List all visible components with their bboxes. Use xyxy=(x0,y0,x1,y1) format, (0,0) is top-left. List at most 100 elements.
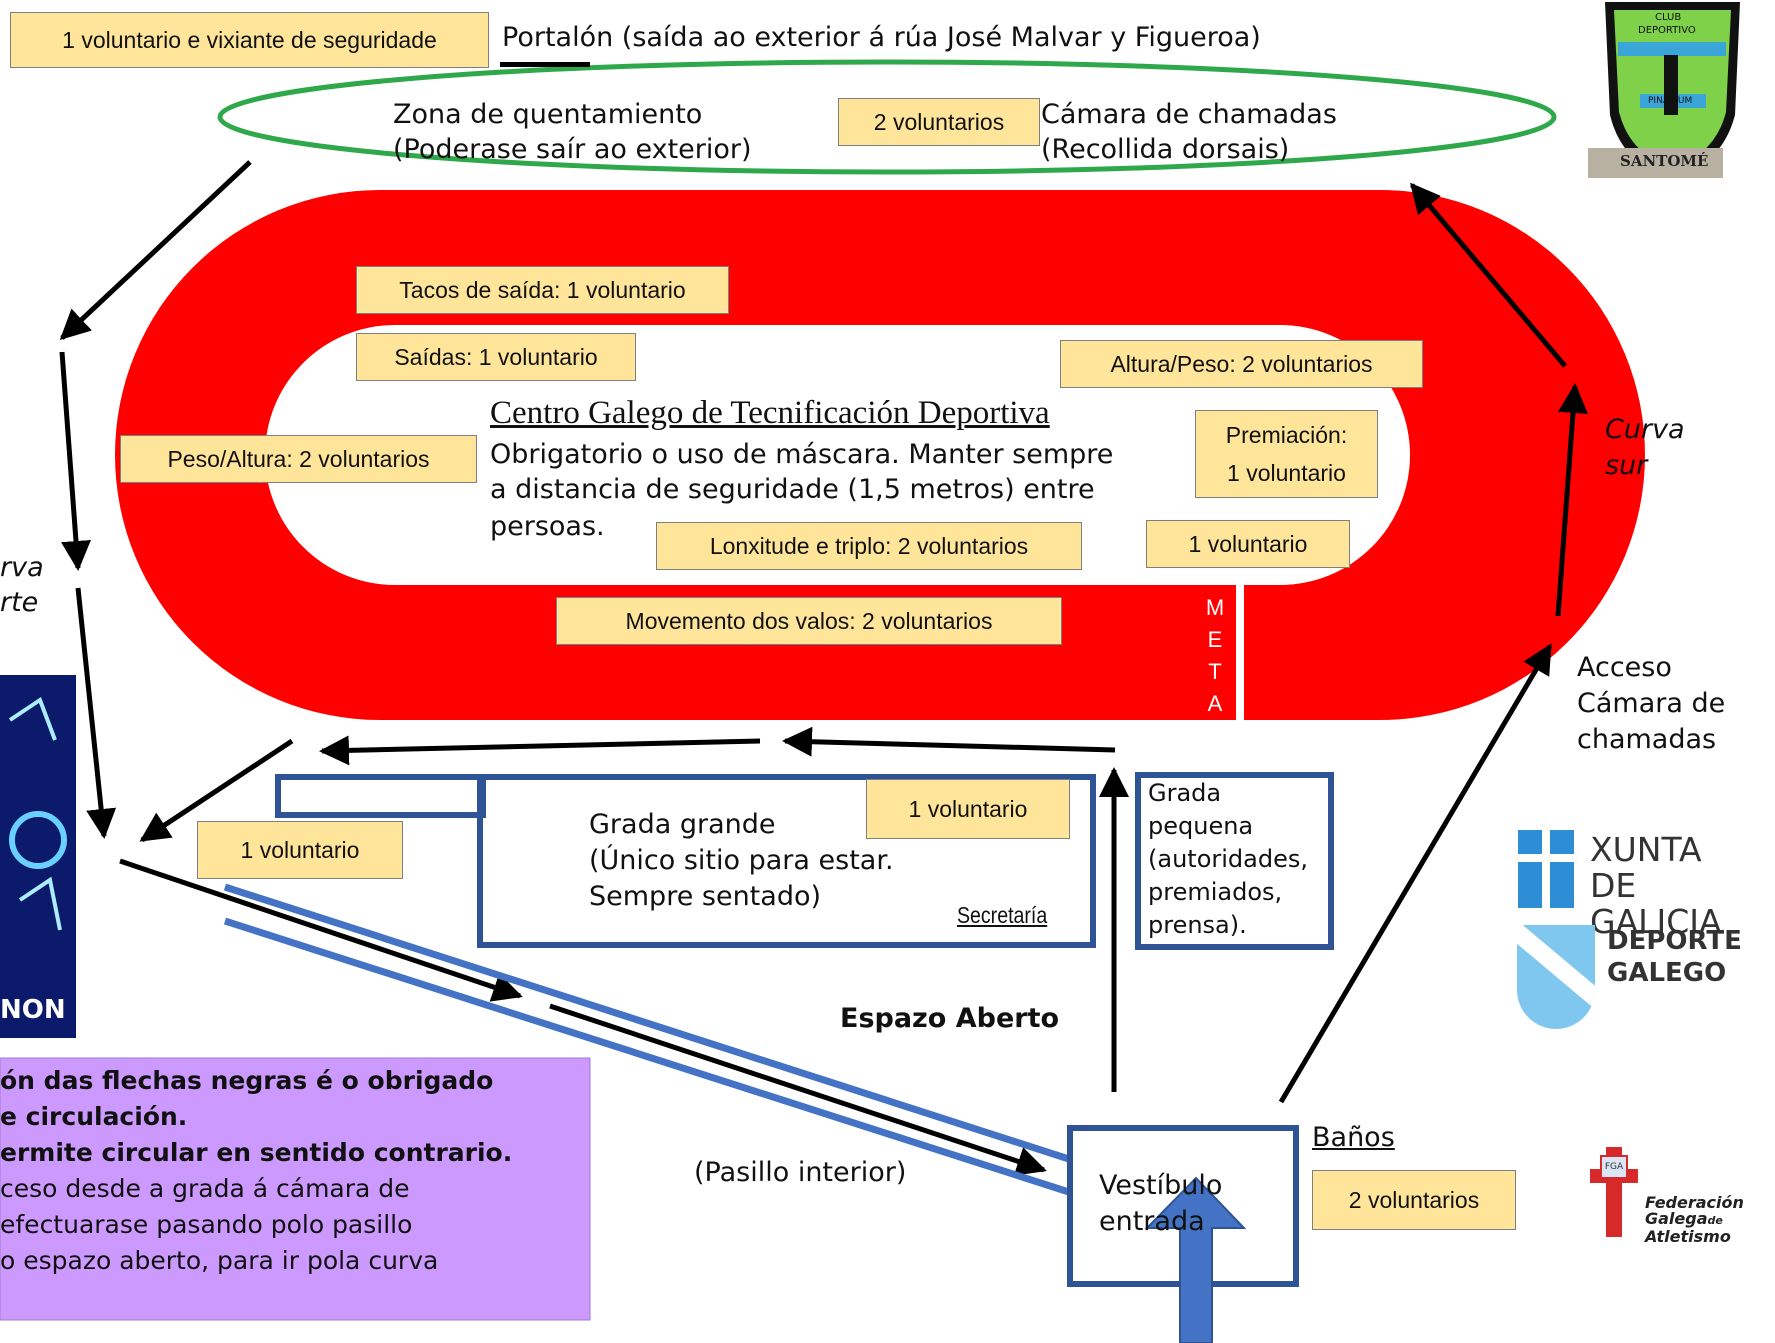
poster-text: NON xyxy=(0,995,66,1025)
poster-figure xyxy=(8,696,62,931)
access-label-3: chamadas xyxy=(1577,724,1717,755)
meta-letter-e: E xyxy=(1207,627,1223,652)
saidas-label: Saídas: 1 voluntario xyxy=(394,343,598,370)
inner-volunteer-box: 1 voluntario xyxy=(1146,520,1350,568)
curva-sur-2: sur xyxy=(1605,450,1648,481)
finish-line xyxy=(1236,585,1244,720)
stand-left-volunteer-box: 1 voluntario xyxy=(197,821,403,879)
meta-letter-a: A xyxy=(1207,691,1223,716)
inner-volunteer-label: 1 voluntario xyxy=(1188,530,1308,557)
note-line-1: ón das flechas negras é o obrigado xyxy=(0,1066,494,1095)
arrow-track-west-1 xyxy=(782,726,1116,757)
xunta-line-1: XUNTA xyxy=(1590,830,1702,869)
valos-box: Movemento dos valos: 2 voluntarios xyxy=(556,597,1062,645)
note-text: ón das flechas negras é o obrigado e cir… xyxy=(0,1063,512,1279)
warmup-volunteers-label: 2 voluntarios xyxy=(873,108,1005,135)
call-room-label-2: (Recollida dorsais) xyxy=(1041,134,1290,165)
warmup-oval xyxy=(217,59,1557,175)
poster-image xyxy=(0,675,76,1038)
banos-volunteers-box: 2 voluntarios xyxy=(1312,1170,1516,1230)
centro-line-2: a distancia de seguridade (1,5 metros) e… xyxy=(490,474,1095,505)
stand-left-volunteer-label: 1 voluntario xyxy=(240,836,360,863)
grada-grande-3: Sempre sentado) xyxy=(589,881,822,912)
security-volunteer-label: 1 voluntario e vixiante de seguridade xyxy=(62,26,437,53)
grada-pequena-2: pequena xyxy=(1148,812,1254,840)
santome-club-text: CLUB xyxy=(1655,12,1682,23)
track-infield xyxy=(265,325,1410,585)
grada-grande-2: (Único sitio para estar. xyxy=(589,845,894,876)
tacos-box: Tacos de saída: 1 voluntario xyxy=(356,266,729,314)
altura-peso-label: Altura/Peso: 2 voluntarios xyxy=(1110,350,1373,377)
grada-pequena-5: prensa). xyxy=(1148,911,1247,939)
corridor-line-upper xyxy=(223,883,1074,1164)
arrow-to-call-room xyxy=(1410,182,1567,368)
note-box xyxy=(0,1057,591,1321)
xunta-flag-icon xyxy=(1518,830,1574,908)
vestibulo-label-2: entrada xyxy=(1099,1206,1205,1237)
corridor-line-lower xyxy=(223,917,1074,1197)
arrow-north-curve-down xyxy=(59,351,91,571)
banos-volunteers-label: 2 voluntarios xyxy=(1348,1186,1480,1213)
poster-deco xyxy=(9,811,67,869)
portalon-label: Portalón (saída ao exterior á rúa José M… xyxy=(502,22,1261,53)
fga-text: Federación Galegade Atletismo xyxy=(1645,1195,1744,1245)
santome-band xyxy=(1618,42,1726,56)
note-line-6: o espazo aberto, para ir pola curva xyxy=(0,1246,439,1275)
premiacion-label-1: Premiación: xyxy=(1225,422,1348,448)
arrow-diag-to-stand xyxy=(139,738,294,843)
deporte-galego-shield-icon xyxy=(1517,925,1595,1029)
santome-band-text: PINARIUM xyxy=(1648,96,1693,106)
fga-badge-text: FGA xyxy=(1600,1155,1628,1179)
grada-pequena-4: premiados, xyxy=(1148,878,1283,906)
arrow-north-curve-down-2 xyxy=(75,587,117,839)
meta-letter-t: T xyxy=(1208,659,1222,684)
access-label-2: Cámara de xyxy=(1577,688,1726,719)
peso-altura-box: Peso/Altura: 2 voluntarios xyxy=(120,435,477,483)
lonxitude-label: Lonxitude e triplo: 2 voluntarios xyxy=(709,532,1029,559)
grada-grande xyxy=(477,774,1096,948)
arrow-track-west-2 xyxy=(319,735,761,766)
grada-grande-ext xyxy=(275,774,486,818)
centro-line-3: persoas. xyxy=(490,511,605,542)
xunta-text: XUNTA DE GALICIA xyxy=(1590,832,1775,940)
warmup-label-1: Zona de quentamiento xyxy=(393,99,703,130)
meta-letter-m: M xyxy=(1205,595,1225,620)
note-line-3: ermite circular en sentido contrario. xyxy=(0,1138,513,1167)
deporte-line-1: DEPORTE xyxy=(1607,926,1742,956)
altura-peso-box: Altura/Peso: 2 voluntarios xyxy=(1060,340,1423,388)
fga-line-2b: de xyxy=(1707,1214,1723,1227)
deporte-galego-text: DEPORTE GALEGO xyxy=(1607,925,1742,989)
curva-norte-1: rva xyxy=(0,552,44,583)
banos-label: Baños xyxy=(1312,1122,1395,1153)
arrow-vestibule-to-access xyxy=(1278,643,1553,1104)
xunta-line-2: DE GALICIA xyxy=(1590,866,1722,941)
centro-line-1: Obrigatorio o uso de máscara. Manter sem… xyxy=(490,439,1114,470)
arrow-corridor-2 xyxy=(549,1003,1047,1176)
security-volunteer-box: 1 voluntario e vixiante de seguridade xyxy=(10,12,489,68)
access-label-1: Acceso xyxy=(1577,652,1672,683)
entrance-arrow xyxy=(1144,1176,1247,1343)
fga-cross-icon: FGA xyxy=(1590,1147,1638,1237)
note-line-2: e circulación. xyxy=(0,1102,188,1131)
santome-name-text: SANTOMÉ xyxy=(1620,152,1709,170)
warmup-volunteers-box: 2 voluntarios xyxy=(838,98,1040,146)
tacos-label: Tacos de saída: 1 voluntario xyxy=(399,276,686,303)
arrow-south-curve-up xyxy=(1555,383,1588,617)
lonxitude-box: Lonxitude e triplo: 2 voluntarios xyxy=(656,522,1082,570)
fga-line-1: Federación xyxy=(1645,1193,1744,1212)
fga-line-2: Galega xyxy=(1645,1209,1708,1228)
grada-pequena xyxy=(1135,772,1334,950)
portalon-bar xyxy=(500,62,590,67)
grada-volunteer-label: 1 voluntario xyxy=(908,795,1028,822)
grada-pequena-3: (autoridades, xyxy=(1148,845,1308,873)
meta-label: M E T A xyxy=(1202,592,1228,720)
grada-pequena-text: Grada pequena (autoridades, premiados, p… xyxy=(1148,777,1308,942)
fga-line-3: Atletismo xyxy=(1645,1227,1731,1246)
vestibulo-label-1: Vestíbulo xyxy=(1099,1170,1223,1201)
secretaria-label: Secretaría xyxy=(957,902,1048,928)
grada-grande-1: Grada grande xyxy=(589,809,776,840)
peso-altura-label: Peso/Altura: 2 voluntarios xyxy=(167,445,430,472)
valos-label: Movemento dos valos: 2 voluntarios xyxy=(625,607,993,634)
premiacion-box: Premiación: 1 voluntario xyxy=(1195,410,1378,498)
